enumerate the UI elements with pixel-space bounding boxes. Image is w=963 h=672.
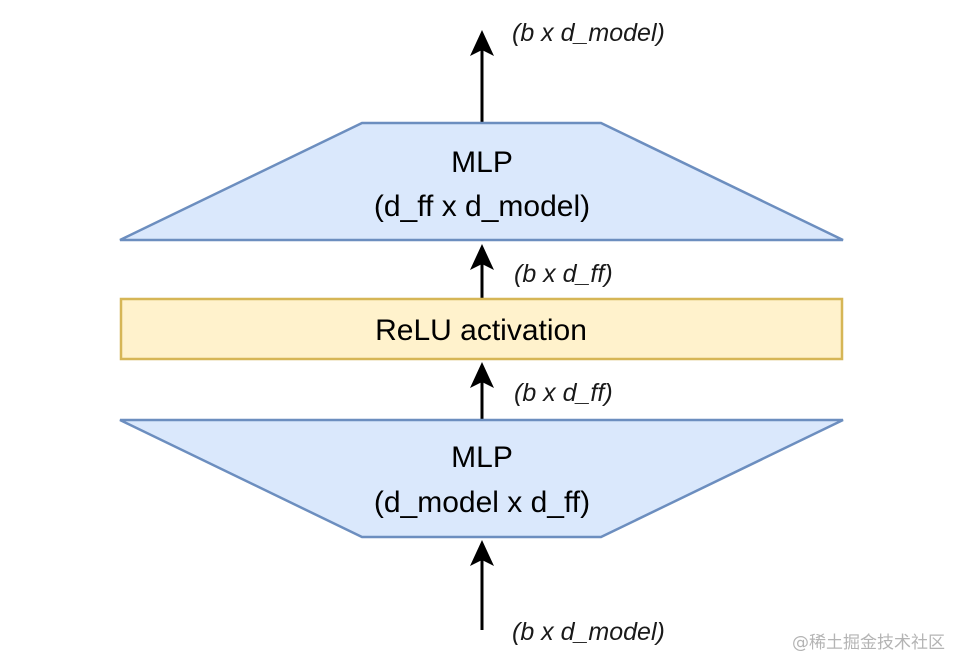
bottom-mlp-shape: [119, 418, 844, 539]
top-mlp-block: MLP (d_ff x d_model): [119, 121, 844, 242]
top-mlp-input-shape-label: (b x d_ff): [514, 260, 613, 288]
top-mlp-title: MLP: [451, 146, 513, 179]
watermark-text: @稀土掘金技术社区: [792, 633, 945, 653]
bottom-mlp-to-relu-arrow: [470, 362, 494, 420]
relu-input-shape-label: (b x d_ff): [514, 379, 613, 407]
top-mlp-dims: (d_ff x d_model): [374, 190, 590, 223]
bottom-mlp-dims: (d_model x d_ff): [374, 486, 590, 519]
output-arrow: [470, 30, 494, 123]
bottom-mlp-block: MLP (d_model x d_ff): [119, 418, 844, 539]
input-shape-label: (b x d_model): [512, 618, 665, 646]
relu-shape: [119, 297, 844, 361]
relu-to-top-mlp-arrow: [470, 244, 494, 299]
top-mlp-shape: [119, 121, 844, 242]
input-arrow: [470, 540, 494, 630]
relu-block: ReLU activation: [119, 297, 844, 361]
relu-label: ReLU activation: [375, 314, 587, 347]
output-shape-label: (b x d_model): [512, 19, 665, 47]
bottom-mlp-title: MLP: [451, 441, 513, 474]
